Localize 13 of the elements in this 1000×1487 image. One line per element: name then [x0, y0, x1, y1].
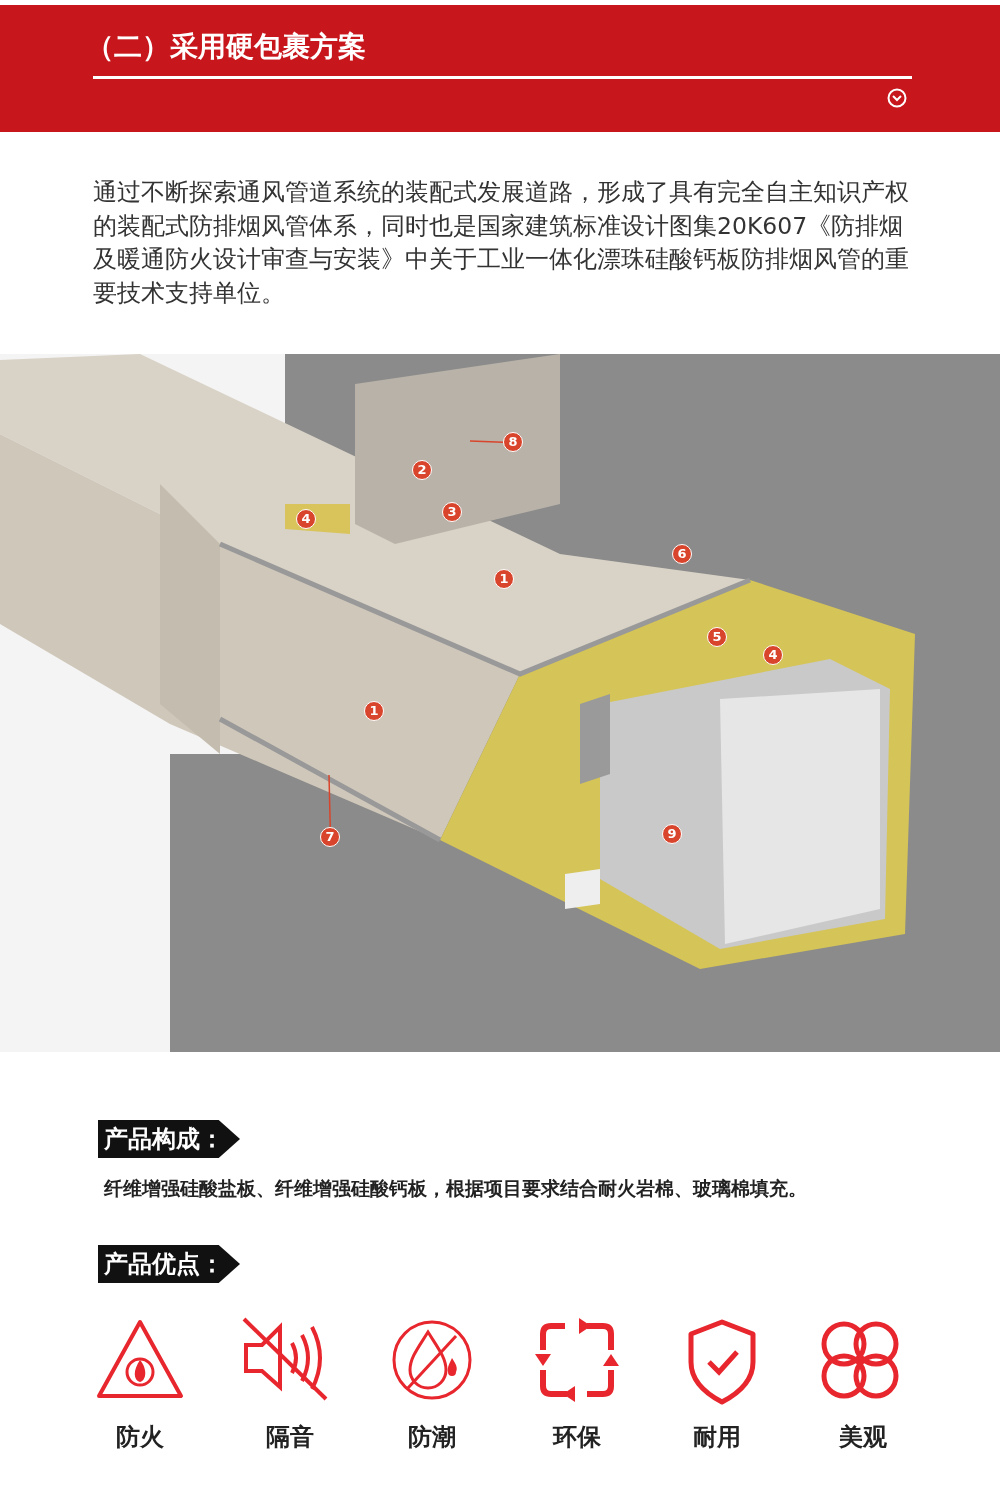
feature-caption: 防潮 — [407, 1422, 457, 1453]
heading-tag: 产品构成： — [98, 1120, 240, 1158]
heading-tag: 产品优点： — [98, 1245, 240, 1283]
leader-line — [469, 440, 504, 443]
leader-line — [328, 774, 331, 828]
composition-text: 纤维增强硅酸盐板、纤维增强硅酸钙板，根据项目要求结合耐火岩棉、玻璃棉填充。 — [104, 1176, 808, 1201]
feature-caption: 环保 — [552, 1422, 602, 1453]
feature-caption: 耐用 — [692, 1422, 742, 1453]
title: （二）采用硬包裹方案 — [86, 29, 366, 65]
intro-paragraph: 通过不断探索通风管道系统的装配式发展道路，形成了具有完全自主知识产权的装配式防排烟风管体系，同时也是国家建筑标准设计图集20K607《防排烟及暖通防火设计审查与安装》中关于工业一体化漂珠硅酸钙板防排烟风管的重要技术支持单位。 — [93, 177, 910, 309]
feature-caption: 防火 — [115, 1422, 165, 1453]
feature-caption: 隔音 — [265, 1422, 315, 1453]
feature-caption: 美观 — [838, 1422, 888, 1453]
